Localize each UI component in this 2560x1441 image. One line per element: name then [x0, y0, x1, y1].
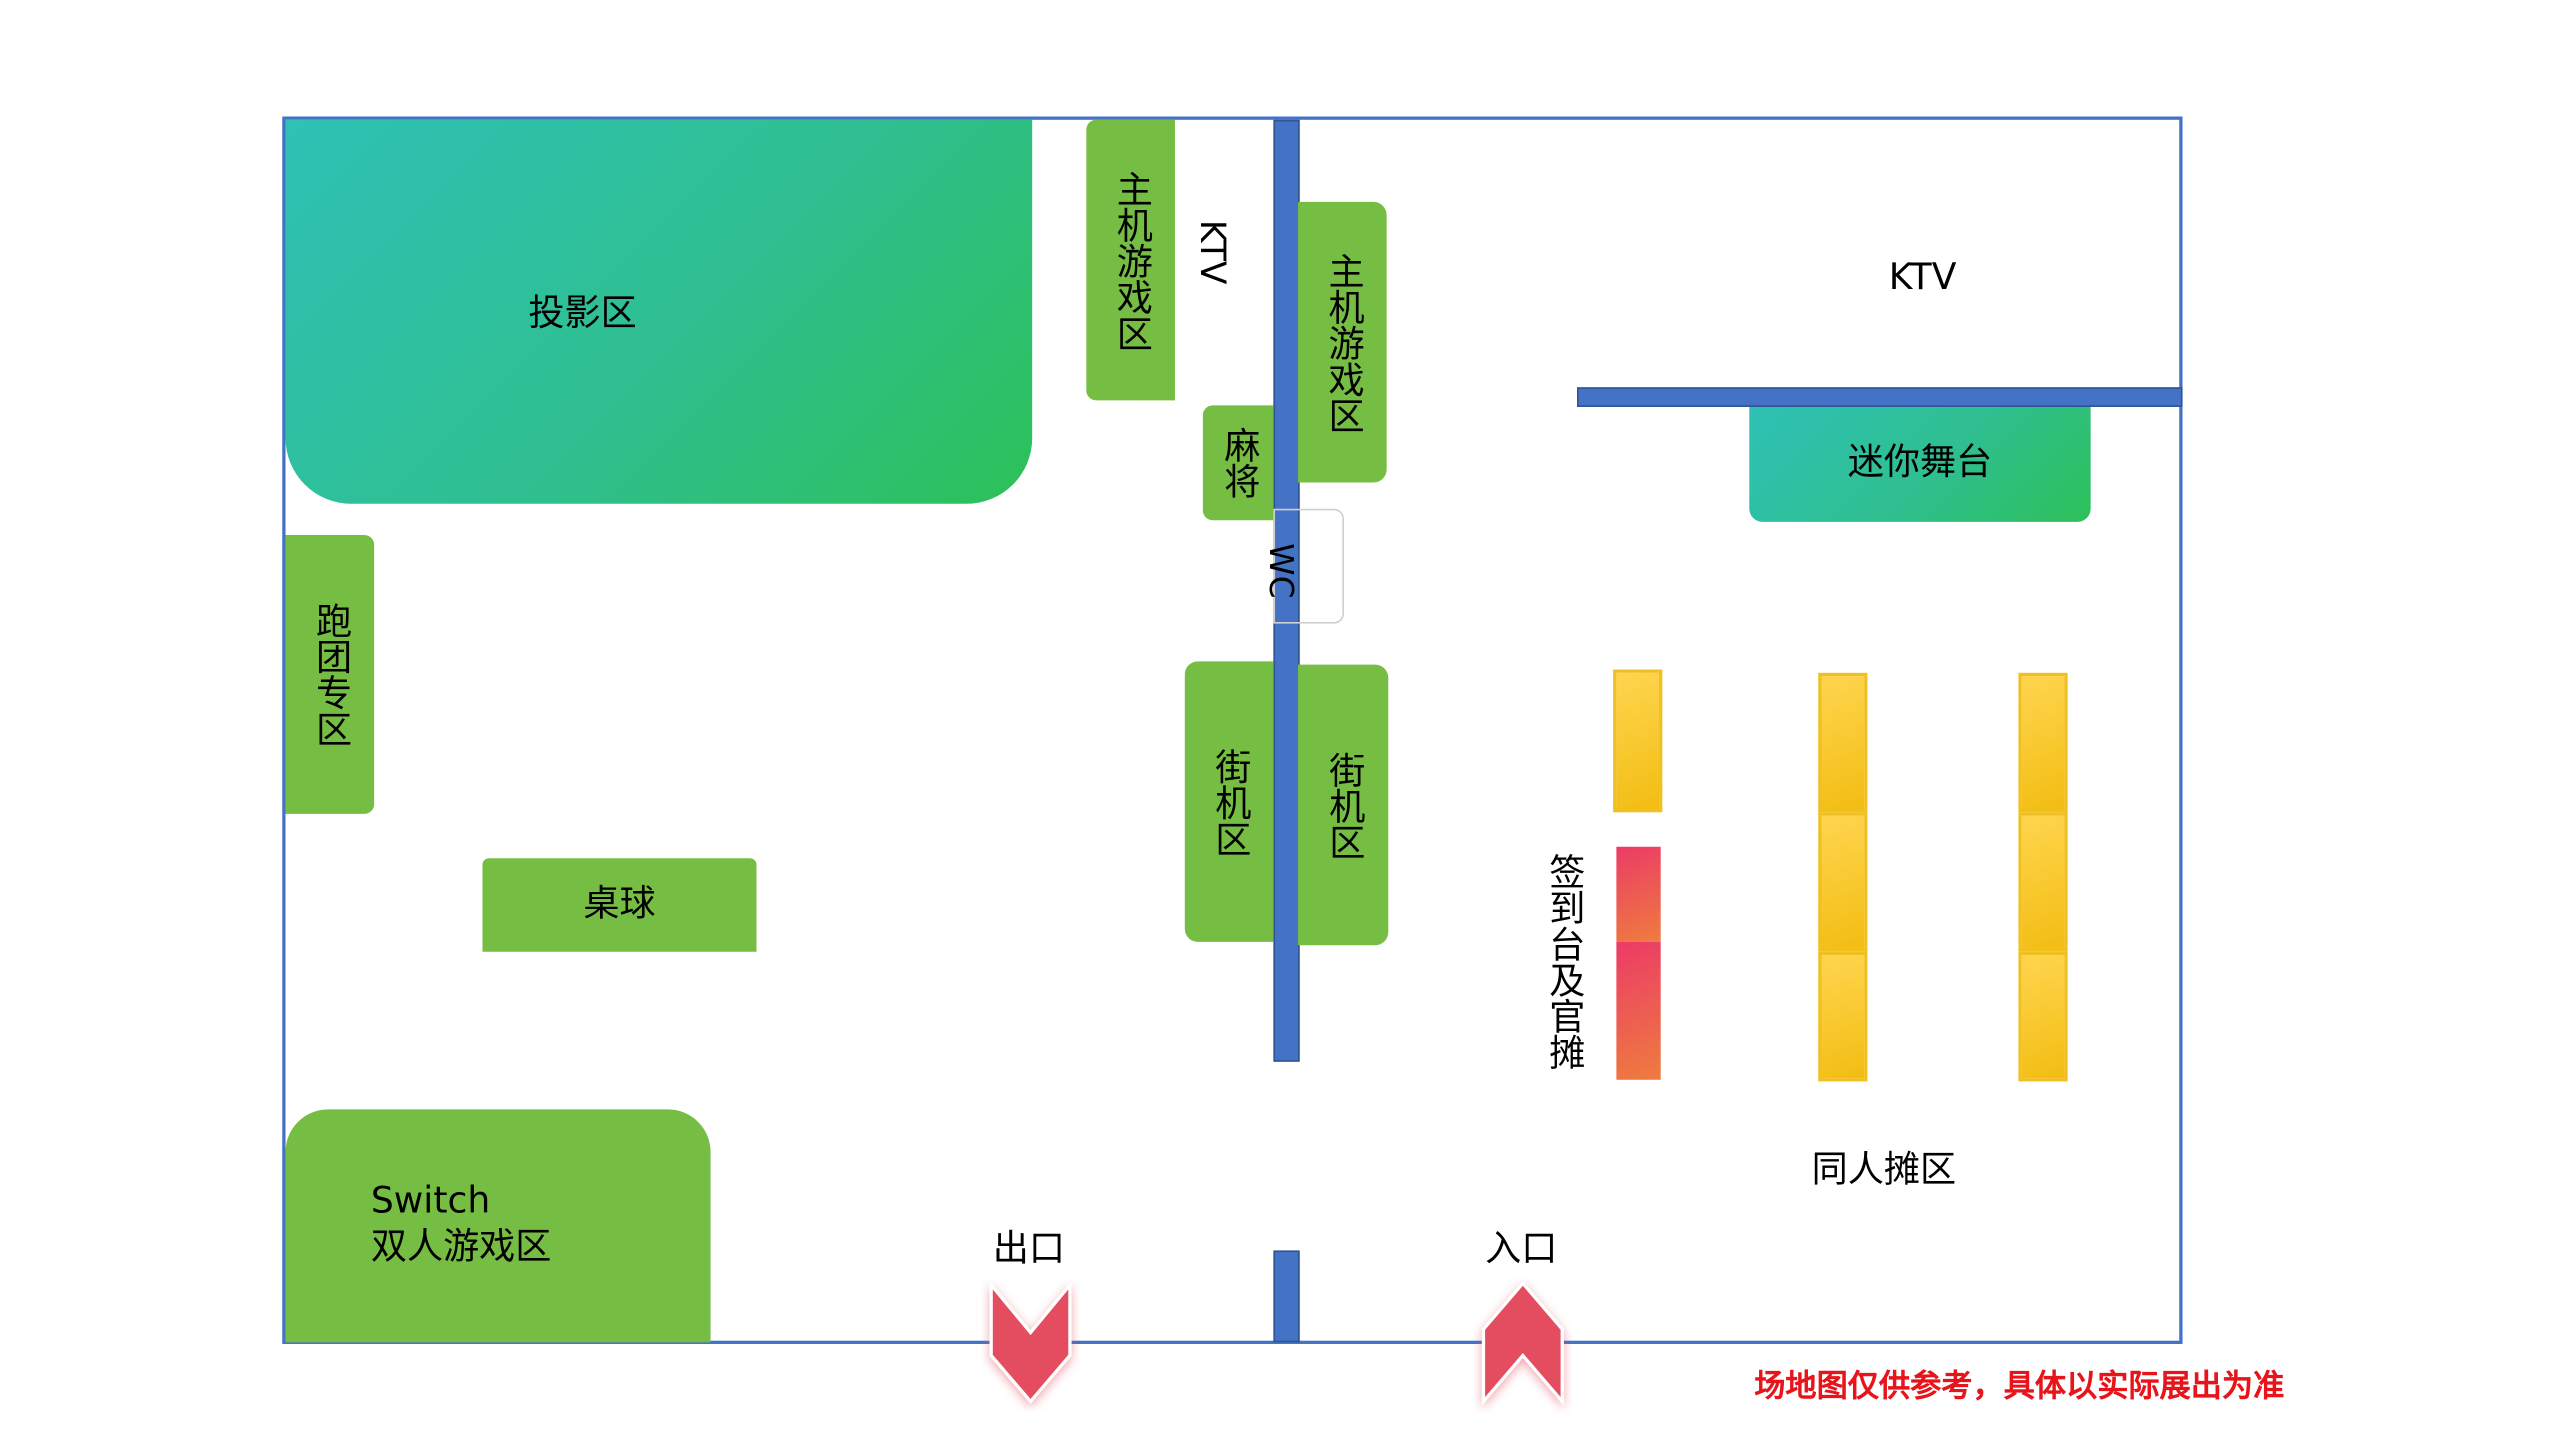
booth-fan [2018, 812, 2068, 952]
booth-checkin [1616, 846, 1661, 942]
zone-console-right: 主机游戏区 [1298, 201, 1387, 483]
zone-mini-stage: 迷你舞台 [1749, 406, 2091, 522]
entrance-arrow-icon [1481, 1280, 1564, 1406]
zone-trpg-label: 跑团专区 [309, 602, 351, 747]
booth-fan [2018, 672, 2068, 813]
zone-switch: Switch 双人游戏区 [285, 1109, 711, 1343]
zone-arcade-right: 街机区 [1298, 664, 1389, 946]
entrance-label: 入口 [1485, 1229, 1558, 1271]
booth-fan [1818, 672, 1868, 813]
zone-switch-label-line1: Switch [370, 1181, 491, 1223]
zone-console-left: 主机游戏区 [1086, 119, 1175, 401]
zone-fan-booths-label: 同人摊区 [1811, 1150, 1957, 1192]
zone-ktv-small-label: KTV [1193, 219, 1233, 285]
zone-mahjong: 麻将 [1202, 405, 1274, 521]
zone-arcade-right-label: 街机区 [1322, 750, 1364, 860]
zone-checkin-label: 签到台及官摊 [1542, 853, 1584, 1070]
disclaimer-note: 场地图仅供参考，具体以实际展出为准 [1754, 1368, 2285, 1405]
zone-trpg: 跑团专区 [285, 534, 375, 814]
zone-billiards-label: 桌球 [583, 883, 656, 925]
zone-projection-label: 投影区 [528, 293, 637, 335]
zone-wc: WC [1262, 508, 1344, 624]
booth-gold [1613, 669, 1663, 813]
exit-arrow-icon [989, 1280, 1072, 1404]
venue-outline [282, 116, 2183, 1344]
zone-arcade-left-label: 街机区 [1208, 747, 1250, 856]
zone-projection: 投影区 [285, 119, 1033, 504]
zone-mahjong-label: 麻将 [1217, 426, 1259, 499]
ktv-wall [1577, 387, 2183, 407]
zone-ktv-main-label: KTV [1888, 257, 1957, 299]
zone-switch-label-line2: 双人游戏区 [370, 1227, 552, 1269]
booth-checkin [1616, 941, 1661, 1080]
booth-fan [1818, 812, 1868, 952]
center-wall-stub [1273, 1250, 1300, 1343]
zone-wc-label: WC [1261, 543, 1302, 599]
zone-mini-stage-label: 迷你舞台 [1847, 443, 1993, 485]
booth-fan [1818, 951, 1868, 1082]
zone-console-right-label: 主机游戏区 [1321, 251, 1363, 433]
booth-fan [2018, 951, 2068, 1082]
zone-console-left-label: 主机游戏区 [1110, 169, 1152, 351]
exit-label: 出口 [992, 1229, 1066, 1271]
zone-billiards: 桌球 [482, 858, 757, 952]
zone-arcade-left: 街机区 [1184, 661, 1274, 942]
